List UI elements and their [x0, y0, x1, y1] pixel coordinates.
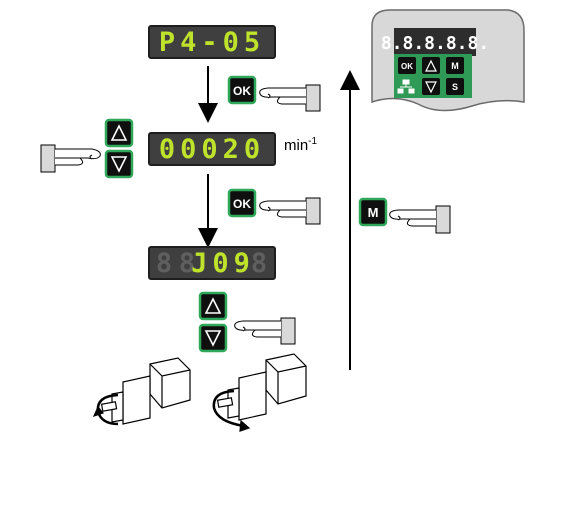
device-up-key[interactable] [422, 57, 440, 74]
ok-key-label-2: OK [233, 197, 251, 211]
device-ok-key[interactable]: OK [398, 57, 416, 74]
hand-pointer-icon-2 [259, 197, 321, 225]
dim-digit-5: 8 [251, 248, 267, 279]
mode-key-label: M [368, 205, 379, 220]
ok-key-step2[interactable]: OK [227, 188, 257, 218]
speed-unit-label: min-1 [284, 136, 317, 154]
unit-base: min [284, 137, 309, 154]
hand-pointer-icon-4 [389, 205, 451, 234]
up-key-step3[interactable] [198, 291, 228, 321]
display3-text: J09 [191, 248, 255, 279]
svg-text:M: M [451, 61, 459, 71]
ok-key-step1[interactable]: OK [227, 75, 257, 105]
up-key-step2[interactable] [104, 118, 134, 148]
triangle-up-icon-3 [425, 59, 437, 72]
unit-exponent: -1 [308, 136, 318, 147]
display-parameter-p4-05: P4-05 [148, 25, 276, 59]
triangle-down-icon-3 [425, 81, 437, 94]
display-value-00020: 00020 [148, 132, 276, 166]
display-jog-j09: 8 8 8 J09 [148, 246, 276, 280]
device-down-key[interactable] [422, 78, 440, 95]
ok-key-label: OK [233, 84, 251, 98]
dim-digit-2: 8 [179, 248, 195, 279]
triangle-down-icon [110, 156, 128, 173]
triangle-up-icon-2 [204, 297, 222, 314]
down-key-step3[interactable] [198, 323, 228, 353]
svg-text:OK: OK [401, 62, 413, 71]
hand-pointer-left-icon [40, 144, 101, 173]
display2-text: 00020 [159, 134, 265, 165]
svg-text:S: S [452, 82, 458, 92]
mode-key[interactable]: M [358, 197, 388, 227]
device-display-text: 8.8.8.8.8. [381, 33, 489, 54]
triangle-down-icon-2 [204, 330, 222, 347]
hand-pointer-icon-3 [234, 317, 296, 345]
motor-cw-icon [212, 353, 307, 432]
drive-front-panel: 8.8.8.8.8. OK M S [371, 9, 525, 112]
device-s-key[interactable]: S [446, 78, 464, 95]
down-key-step2[interactable] [104, 149, 134, 179]
motor-ccw-icon [92, 357, 191, 426]
dim-digit-1: 8 [156, 248, 172, 279]
device-m-key[interactable]: M [446, 57, 464, 74]
hand-pointer-icon [259, 84, 321, 112]
triangle-up-icon [110, 124, 128, 141]
device-network-icon [397, 79, 415, 94]
display1-text: P4-05 [159, 27, 265, 58]
